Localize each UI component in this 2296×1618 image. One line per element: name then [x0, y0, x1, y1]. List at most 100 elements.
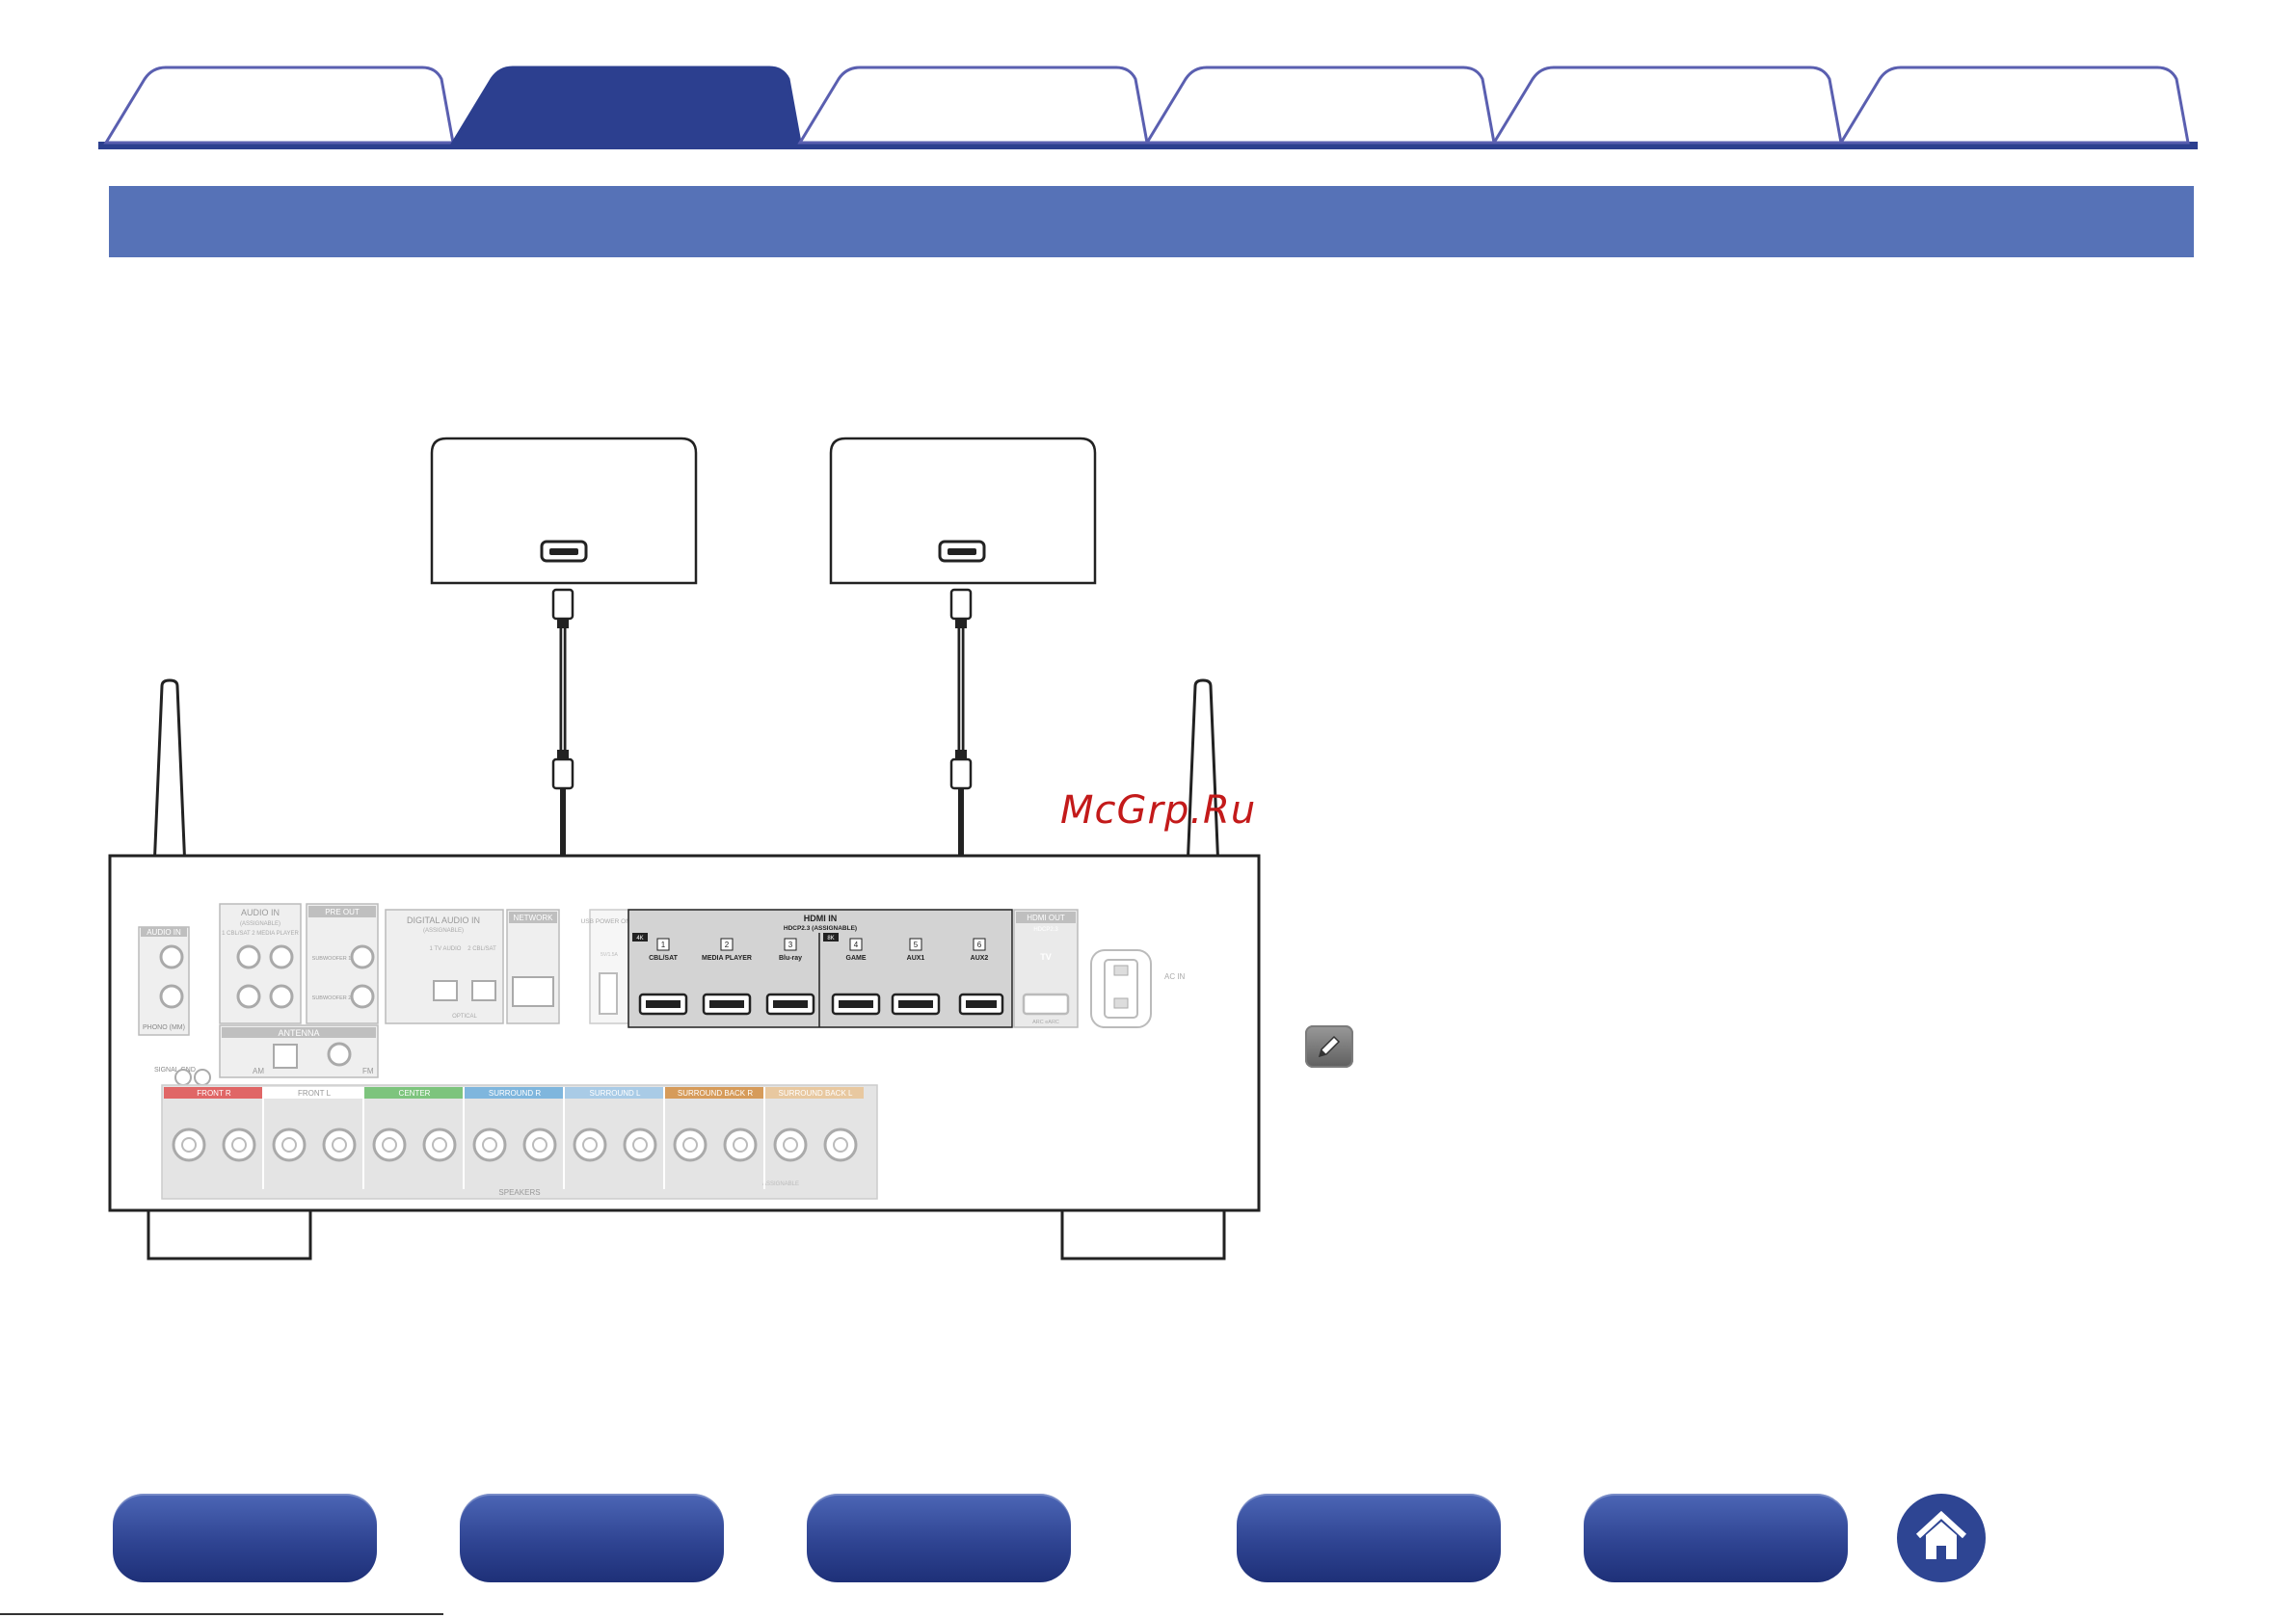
- label-arc: ARC eARC: [1032, 1020, 1059, 1025]
- speaker-group-5: SURROUND L: [565, 1087, 665, 1189]
- speaker-terminal: [573, 1127, 607, 1162]
- speaker-group-3: CENTER: [364, 1087, 465, 1189]
- speaker-label: SURROUND BACK L: [779, 1089, 853, 1098]
- tab-4[interactable]: [1144, 66, 1496, 145]
- label-cbl-optical: 2 CBL/SAT: [467, 946, 496, 952]
- label-antenna: ANTENNA: [278, 1028, 319, 1038]
- svg-text:3: 3: [788, 941, 793, 949]
- speaker-label: SURROUND BACK R: [678, 1089, 753, 1098]
- nav-button-1[interactable]: [113, 1494, 377, 1582]
- speaker-terminal: [773, 1127, 808, 1162]
- speaker-terminal-core: [632, 1137, 648, 1153]
- receiver-foot-left: [147, 1208, 312, 1260]
- speaker-terminal-core: [231, 1137, 247, 1153]
- speaker-group-4: SURROUND R: [465, 1087, 565, 1189]
- svg-text:2: 2: [725, 941, 730, 949]
- speaker-label: SURROUND R: [489, 1089, 541, 1098]
- label-usb-5v: 5V/1.5A: [601, 952, 618, 958]
- source-device-1: [430, 437, 698, 585]
- nav-button-2[interactable]: [460, 1494, 724, 1582]
- speaker-label: FRONT L: [298, 1089, 332, 1098]
- nav-button-4[interactable]: [1237, 1494, 1501, 1582]
- label-optical: OPTICAL: [452, 1014, 477, 1020]
- speaker-terminal-core: [281, 1137, 297, 1153]
- label-speaker-assignable: ASSIGNABLE: [762, 1181, 799, 1187]
- nav-button-3[interactable]: [807, 1494, 1071, 1582]
- home-icon: [1915, 1510, 1967, 1559]
- speaker-group-7: SURROUND BACK L: [765, 1087, 864, 1162]
- receiver-foot-right: [1060, 1208, 1226, 1260]
- label-usb: USB POWER ONLY: [581, 918, 638, 925]
- chapter-tab-bar: [98, 66, 2198, 149]
- label-hdcp-in: HDCP2.3 (ASSIGNABLE): [784, 925, 857, 932]
- label-digital-assignable: (ASSIGNABLE): [423, 928, 464, 934]
- svg-text:Blu-ray: Blu-ray: [779, 955, 802, 962]
- speaker-terminal: [472, 1127, 507, 1162]
- label-cbl-media: 1 CBL/SAT 2 MEDIA PLAYER: [222, 931, 299, 937]
- badge-4k: 4K: [636, 936, 643, 942]
- speaker-group-1: FRONT R: [164, 1087, 264, 1189]
- label-signal-gnd: SIGNAL GND: [154, 1067, 196, 1074]
- hdmi-in-port-1: 1 CBL/SAT: [638, 938, 688, 1016]
- section-header-bar: [109, 186, 2194, 257]
- tab-6[interactable]: [1838, 66, 2190, 145]
- speaker-terminal-core: [783, 1137, 798, 1153]
- label-subwoofer-2: SUBWOOFER 2: [312, 995, 352, 1001]
- speaker-label: SURROUND L: [590, 1089, 641, 1098]
- label-assignable: (ASSIGNABLE): [240, 921, 280, 927]
- svg-text:AUX1: AUX1: [907, 955, 925, 962]
- badge-8k: 8K: [827, 936, 834, 942]
- label-phono: PHONO (MM): [143, 1024, 185, 1031]
- speaker-terminal: [372, 1127, 407, 1162]
- speaker-group-2: FRONT L: [264, 1087, 364, 1189]
- speaker-terminal: [823, 1127, 858, 1162]
- pencil-icon: [1305, 1025, 1353, 1068]
- svg-text:MEDIA PLAYER: MEDIA PLAYER: [702, 955, 752, 962]
- av-receiver-rear-panel: AUDIO IN PHONO (MM) SIGNAL GND AUDIO IN …: [108, 854, 1261, 1260]
- footer-rule: [0, 1613, 443, 1615]
- nav-button-5[interactable]: [1584, 1494, 1848, 1582]
- hdmi-connection-diagram: AUDIO IN PHONO (MM) SIGNAL GND AUDIO IN …: [108, 437, 1261, 1260]
- speaker-label: CENTER: [399, 1089, 431, 1098]
- tab-3[interactable]: [797, 66, 1149, 145]
- home-button[interactable]: [1897, 1494, 1986, 1582]
- label-audio-in: AUDIO IN: [147, 928, 181, 937]
- speaker-terminal: [623, 1127, 657, 1162]
- hdmi-in-port-6: 6 AUX2: [958, 938, 1004, 1016]
- speaker-terminal-core: [382, 1137, 397, 1153]
- tab-1[interactable]: [103, 66, 455, 145]
- svg-text:CBL/SAT: CBL/SAT: [649, 955, 679, 962]
- svg-text:AUX2: AUX2: [971, 955, 989, 962]
- speaker-terminal-core: [733, 1137, 748, 1153]
- hdmi-in-port-3: 3 Blu-ray: [765, 938, 815, 1016]
- speaker-terminal: [272, 1127, 307, 1162]
- svg-text:1: 1: [661, 941, 666, 949]
- speaker-label: FRONT R: [197, 1089, 231, 1098]
- speaker-terminal-core: [682, 1137, 698, 1153]
- speaker-terminal-core: [833, 1137, 848, 1153]
- label-pre-out: PRE OUT: [325, 908, 360, 916]
- speaker-terminal: [172, 1127, 206, 1162]
- speaker-terminal: [673, 1127, 707, 1162]
- speaker-terminal: [222, 1127, 256, 1162]
- label-digital-audio: DIGITAL AUDIO IN: [407, 915, 480, 925]
- speaker-terminal-core: [432, 1137, 447, 1153]
- tab-2-active[interactable]: [450, 66, 802, 145]
- watermark-text: McGrp.Ru: [1060, 788, 1257, 833]
- hdmi-in-port-2: 2 MEDIA PLAYER: [702, 938, 752, 1016]
- label-hdmi-out: HDMI OUT: [1027, 914, 1065, 922]
- speaker-terminal-core: [332, 1137, 347, 1153]
- speaker-terminal: [322, 1127, 357, 1162]
- speaker-terminals: FRONT R FRONT L CENTER SURROUND R SURROUND L…: [164, 1087, 864, 1189]
- label-hdmi-in: HDMI IN: [804, 914, 838, 923]
- tab-5[interactable]: [1491, 66, 1843, 145]
- speaker-group-6: SURROUND BACK R: [665, 1087, 765, 1189]
- label-tv-audio: 1 TV AUDIO: [430, 946, 462, 952]
- svg-text:5: 5: [914, 941, 919, 949]
- speaker-terminal-core: [181, 1137, 197, 1153]
- label-subwoofer-1: SUBWOOFER 1: [312, 956, 352, 962]
- label-ac-in: AC IN: [1164, 972, 1186, 981]
- svg-text:6: 6: [977, 941, 982, 949]
- label-fm: FM: [362, 1067, 374, 1075]
- label-network: NETWORK: [514, 914, 554, 922]
